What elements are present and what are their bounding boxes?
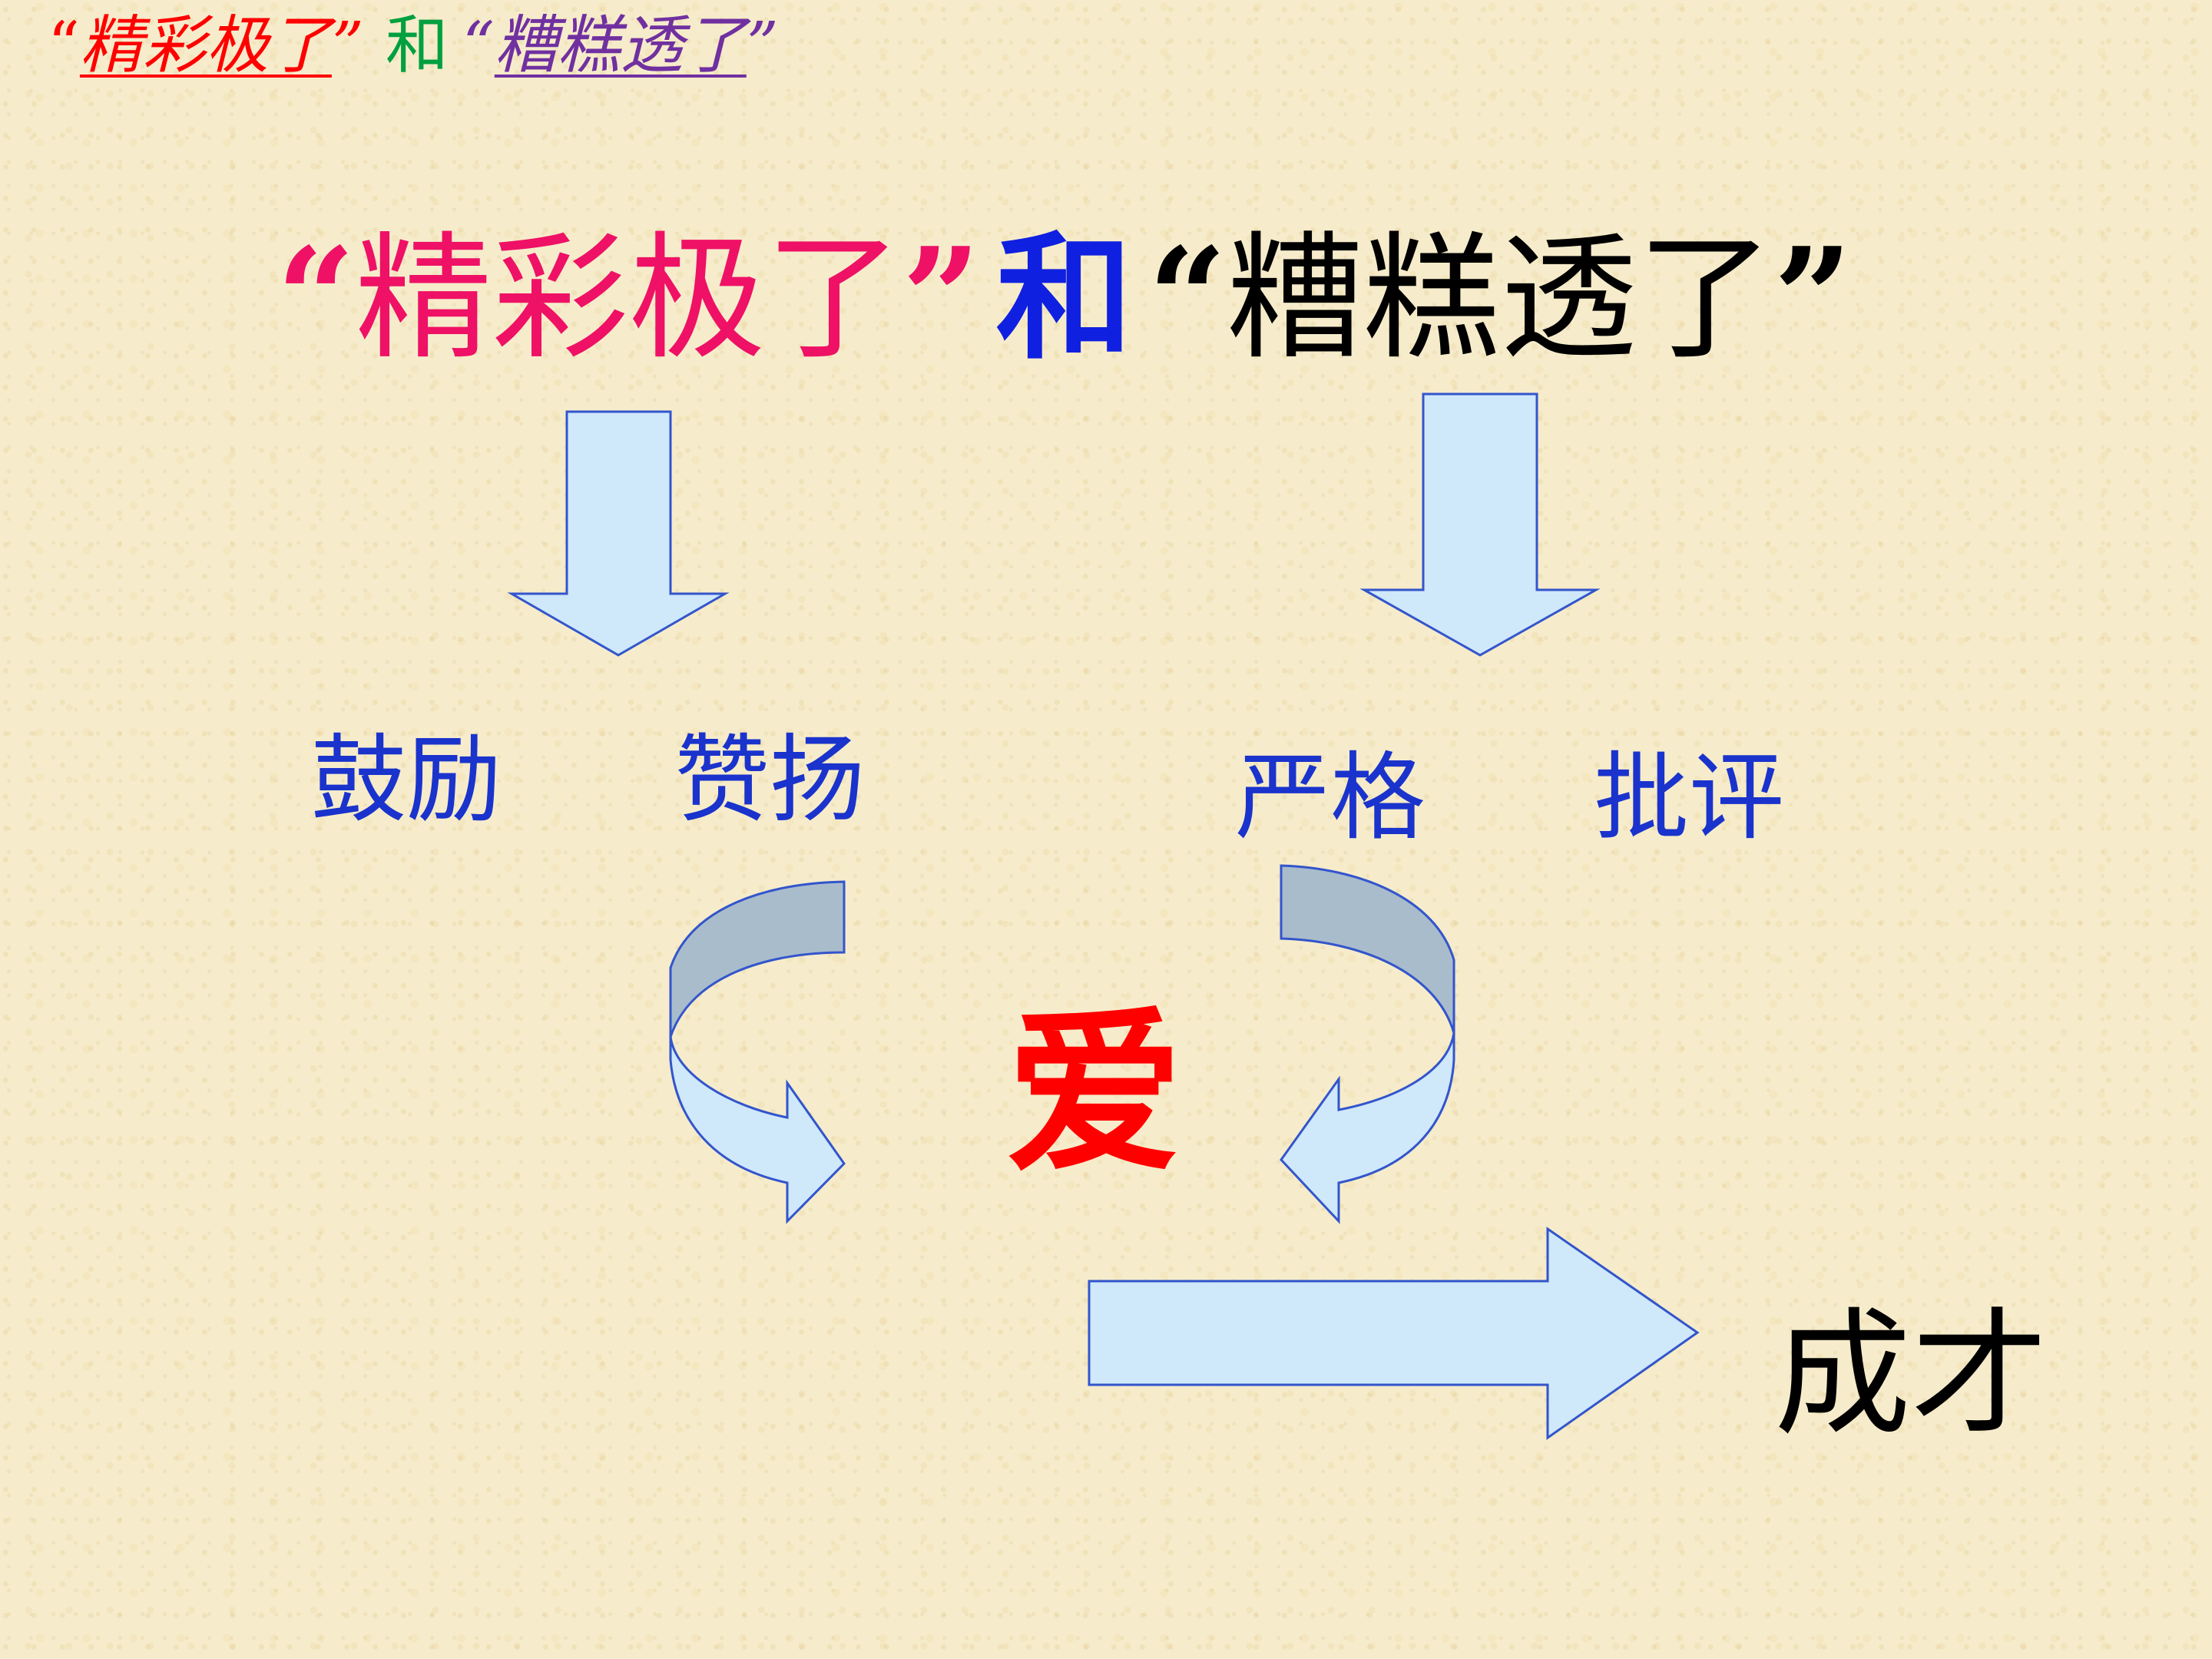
- big-title-part2: 糟糕透了: [1227, 219, 1774, 378]
- small-title-part1: 精彩极了: [79, 9, 332, 82]
- small-title-close-quote-2: ”: [746, 9, 779, 82]
- small-title-open-quote: “: [48, 9, 80, 82]
- big-title: “精彩极了”和“糟糕透了”: [276, 206, 1853, 391]
- big-title-open-quote: “: [276, 217, 356, 378]
- small-title: “精彩极了”和“糟糕透了”: [48, 0, 779, 92]
- label-criticism: 批评: [1594, 743, 1785, 853]
- big-title-close-quote-2: ”: [1773, 217, 1853, 378]
- left-down-arrow: [507, 410, 730, 657]
- center-word-love: 爱: [1006, 992, 1184, 1197]
- big-title-close-quote: ”: [902, 217, 981, 378]
- label-strict: 严格: [1235, 743, 1426, 853]
- small-title-close-quote: ”: [331, 9, 364, 82]
- small-title-open-quote-2: “: [462, 9, 495, 82]
- small-title-connector: 和: [385, 9, 449, 82]
- result-word: 成才: [1774, 1295, 2048, 1454]
- big-title-open-quote-2: “: [1147, 217, 1227, 378]
- right-result-arrow: [1088, 1227, 1700, 1440]
- label-encourage: 鼓励: [311, 725, 502, 836]
- right-curved-arrow: [1280, 864, 1455, 1224]
- label-praise: 赞扬: [674, 725, 866, 836]
- left-curved-arrow: [669, 880, 846, 1224]
- big-title-part1: 精彩极了: [355, 219, 902, 378]
- big-title-connector: 和: [995, 219, 1133, 378]
- right-down-arrow: [1359, 392, 1601, 657]
- small-title-part2: 糟糕透了: [494, 9, 747, 82]
